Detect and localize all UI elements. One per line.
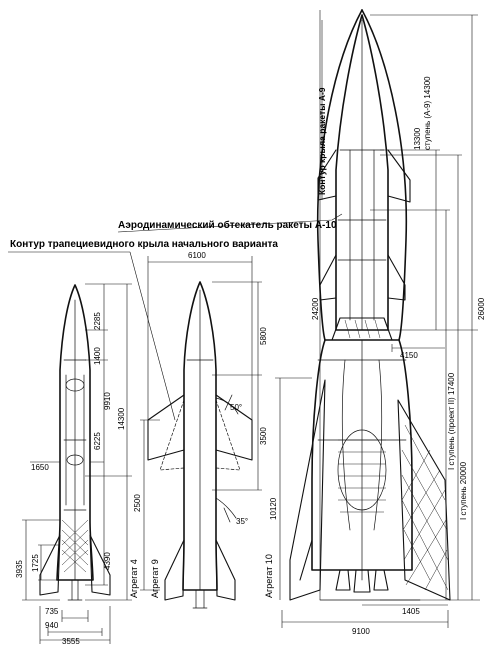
dim-3500: 3500 [259, 427, 268, 445]
dim-5800: 5800 [259, 327, 268, 345]
text-labels: Аэродинамический обтекатель ракеты А-10 … [10, 76, 486, 646]
dim-3935: 3935 [15, 560, 24, 578]
label-a9-wing-contour: Контур крыла ракеты А-9 [317, 87, 327, 195]
leader-lines [8, 20, 343, 421]
label-stage-1: I ступень 20000 [459, 461, 468, 520]
a9-dimensions [140, 256, 262, 591]
dim-1650: 1650 [31, 463, 49, 472]
dim-2285: 2285 [93, 312, 102, 330]
dim-9100: 9100 [352, 627, 370, 636]
dim-13300: 13300 [413, 127, 422, 150]
dim-26000: 26000 [477, 297, 486, 320]
dim-24200: 24200 [311, 297, 320, 320]
rocket-a4 [39, 284, 111, 601]
dim-6100: 6100 [188, 251, 206, 260]
rocket-a9 [147, 281, 253, 609]
dim-3555: 3555 [62, 637, 80, 646]
dim-4150: 4150 [400, 351, 418, 360]
dim-10120: 10120 [269, 497, 278, 520]
a4-dimensions [22, 283, 132, 644]
angle-35: 35° [236, 517, 248, 526]
label-aggregate-9: Агрегат 9 [150, 559, 160, 598]
label-aggregate-4: Агрегат 4 [129, 559, 139, 598]
dim-6225: 6225 [93, 432, 102, 450]
label-a10-fairing: Аэродинамический обтекатель ракеты А-10 [118, 219, 337, 231]
dim-4390: 4390 [103, 552, 112, 570]
dim-940: 940 [45, 621, 59, 630]
dim-9910: 9910 [103, 392, 112, 410]
dim-1725: 1725 [31, 554, 40, 572]
label-stage-1-project: I ступень (проект II) 17400 [447, 372, 456, 470]
rocket-a10 [289, 9, 451, 601]
dim-2500: 2500 [133, 494, 142, 512]
angle-50: 50° [230, 403, 242, 412]
label-aggregate-10: Агрегат 10 [264, 554, 274, 598]
dim-1405: 1405 [402, 607, 420, 616]
dim-14300: 14300 [117, 407, 126, 430]
dim-1400: 1400 [93, 347, 102, 365]
label-trapezoid-wing: Контур трапециевидного крыла начального … [10, 239, 278, 250]
label-stage-a9: ступень (А-9) 14300 [423, 76, 432, 150]
a10-dimensions [275, 10, 480, 628]
dim-735: 735 [45, 607, 59, 616]
